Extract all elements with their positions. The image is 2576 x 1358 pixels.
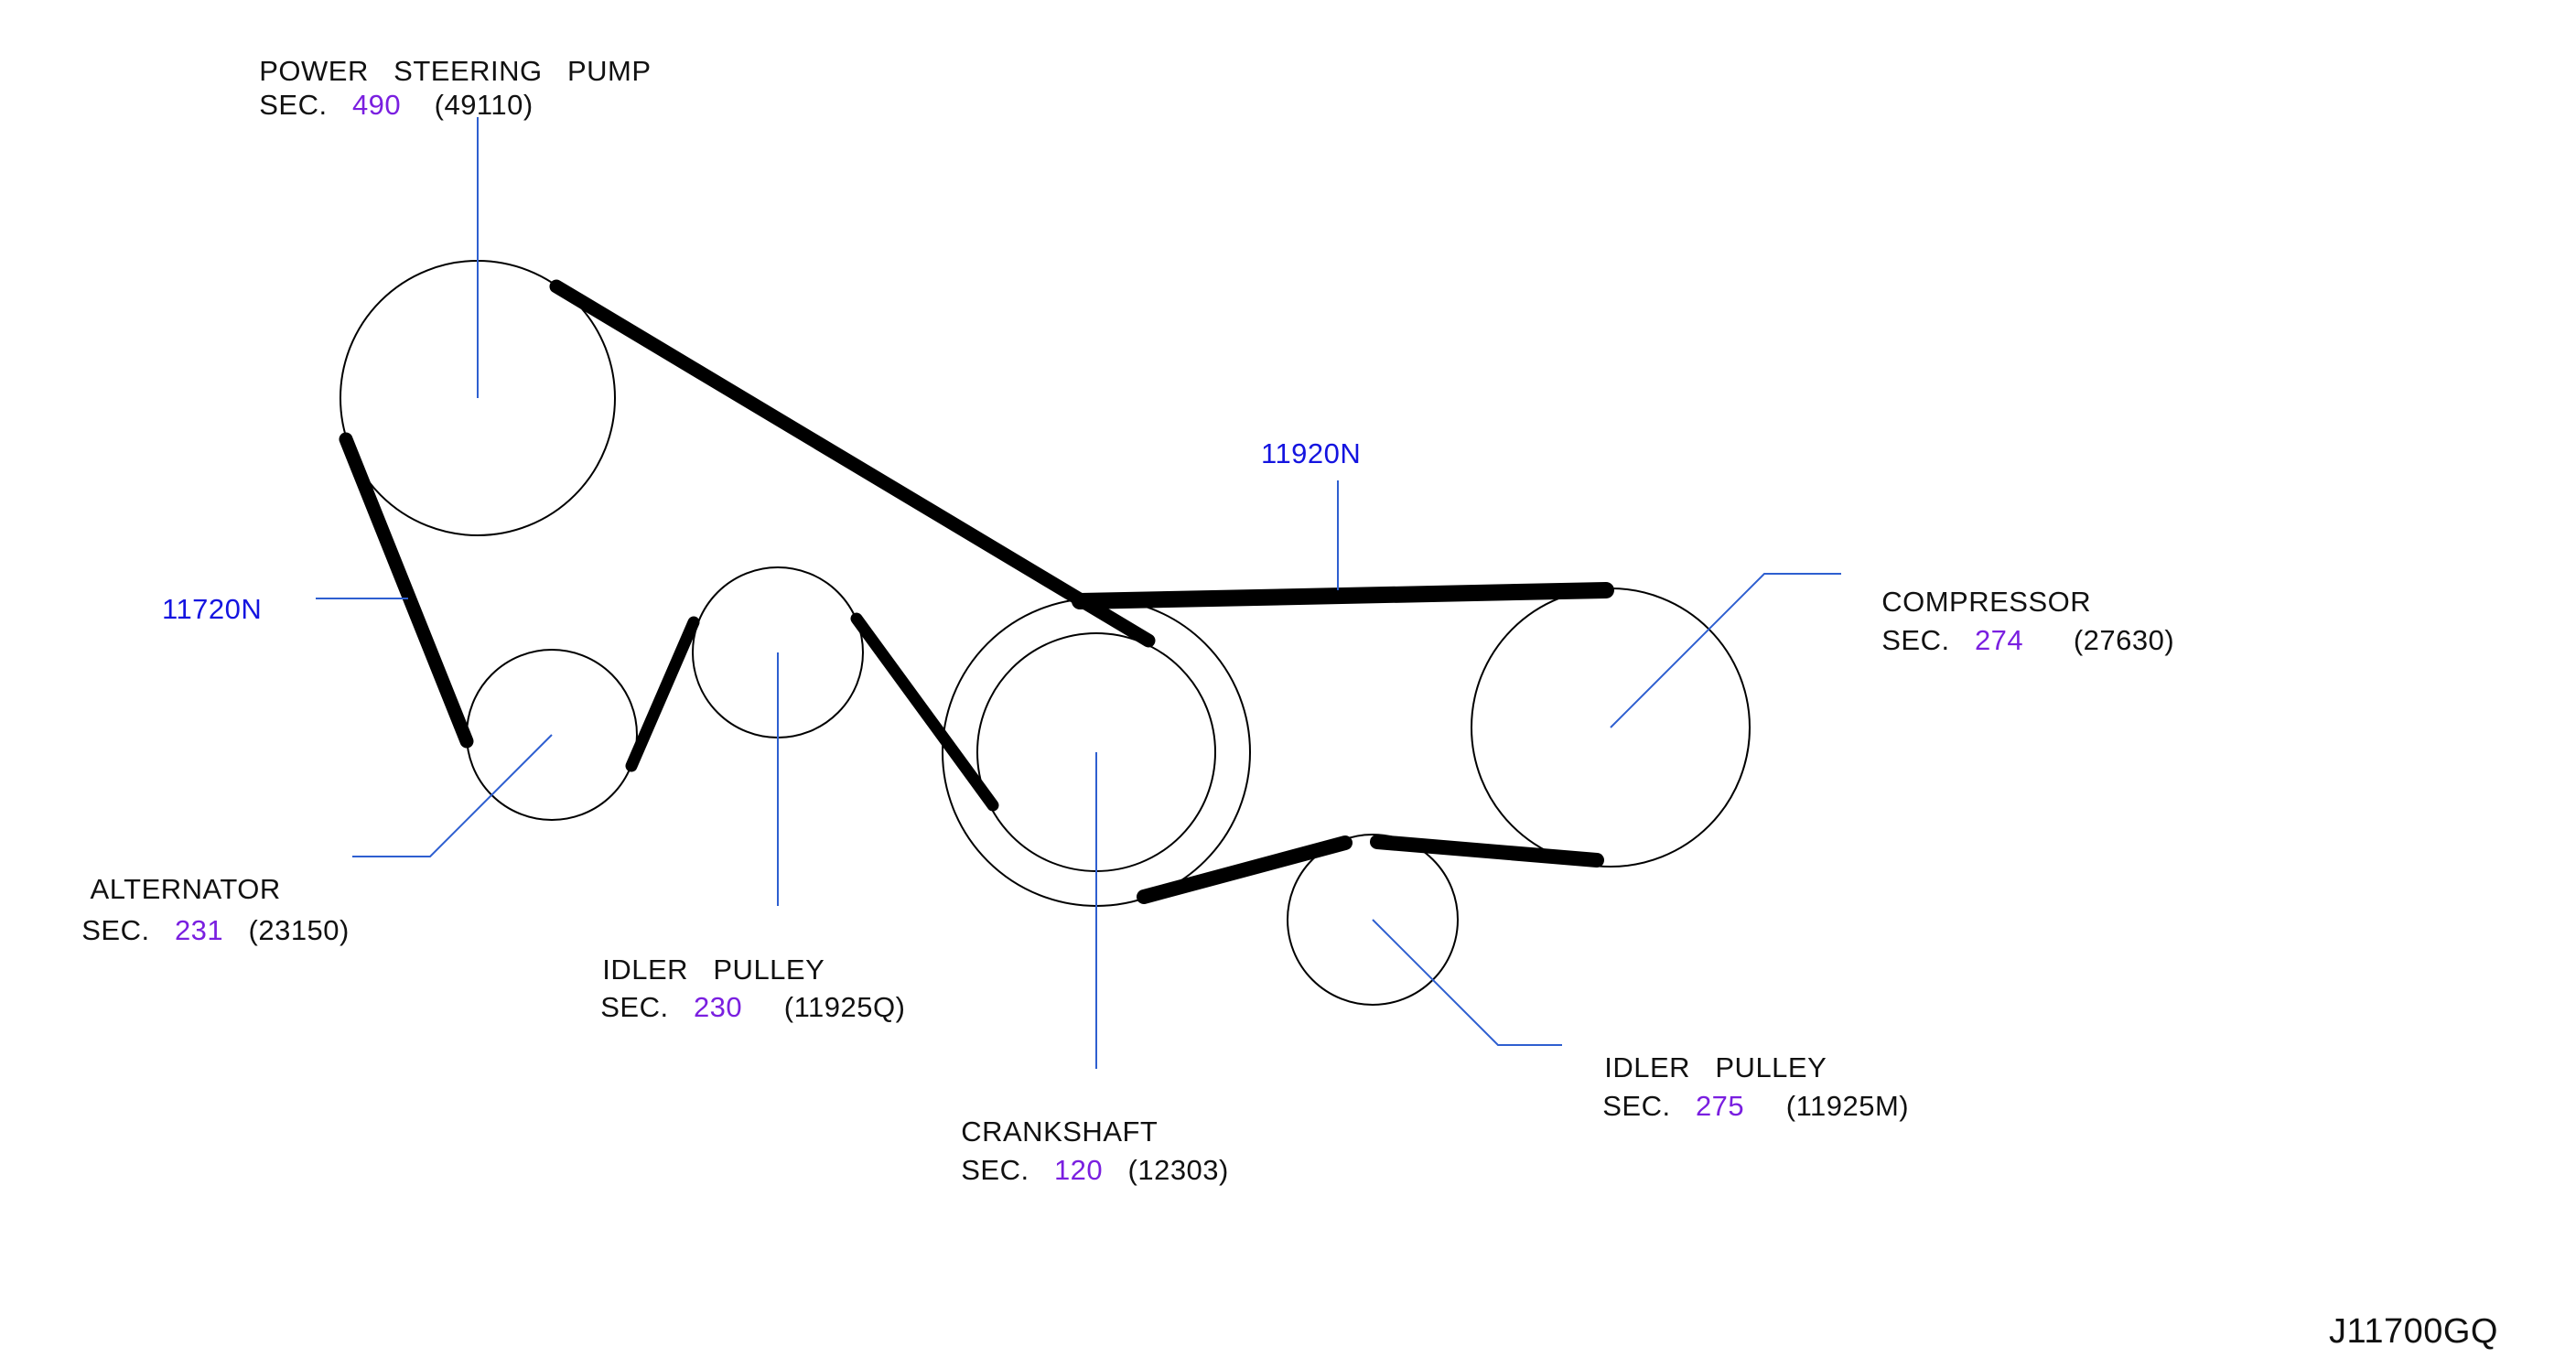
alternator-name: ALTERNATOR [90, 873, 281, 905]
belt-11920n [1072, 582, 1614, 904]
idler-pulley-upper-name: IDLER PULLEY [602, 954, 825, 986]
sec-prefix: SEC. [259, 89, 328, 121]
sec-prefix: SEC. [81, 914, 150, 946]
belt-11720n [339, 279, 1156, 812]
sec-prefix: SEC. [961, 1154, 1029, 1186]
leader-lines [316, 117, 1841, 1069]
diagram-reference-code: J11700GQ [2329, 1312, 2498, 1351]
idler-pulley-lower [1287, 834, 1459, 1006]
compressor-name: COMPRESSOR [1881, 586, 2092, 618]
section-number-link[interactable]: 490 [351, 89, 402, 121]
alternator-label: ALTERNATOR [75, 846, 281, 903]
section-number-link[interactable]: 275 [1695, 1090, 1745, 1122]
part-number: (12303) [1127, 1154, 1229, 1186]
part-number: (49110) [434, 89, 534, 121]
belt-11920n-label[interactable]: 11920N [1261, 437, 1362, 469]
idler-pulley-lower-label: IDLER PULLEY [1588, 1025, 1827, 1082]
power-steering-pump-label: POWER STEERING PUMP [243, 28, 652, 85]
belt-11720n-label[interactable]: 11720N [162, 593, 263, 625]
section-number-link[interactable]: 231 [174, 914, 224, 946]
idler-pulley-lower-name: IDLER PULLEY [1604, 1051, 1827, 1083]
part-number: (11925Q) [783, 991, 906, 1023]
sec-prefix: SEC. [1881, 624, 1950, 656]
crankshaft-name: CRANKSHAFT [961, 1116, 1159, 1148]
alternator-sec: SEC. 231 (23150) [65, 888, 350, 944]
crankshaft-label: CRANKSHAFT [944, 1089, 1158, 1146]
compressor-label: COMPRESSOR [1865, 559, 2091, 616]
section-number-link[interactable]: 230 [693, 991, 743, 1023]
idler-pulley-upper-sec: SEC. 230 (11925Q) [584, 965, 905, 1021]
idler-pulley-lower-sec: SEC. 275 (11925M) [1586, 1063, 1909, 1120]
power-steering-pump-name: POWER STEERING PUMP [259, 55, 652, 87]
sec-prefix: SEC. [1602, 1090, 1671, 1122]
section-number-link[interactable]: 274 [1974, 624, 2024, 656]
part-number: (23150) [248, 914, 350, 946]
idler-pulley-upper-label: IDLER PULLEY [586, 927, 825, 984]
section-number-link[interactable]: 120 [1053, 1154, 1104, 1186]
part-number: (11925M) [1785, 1090, 1910, 1122]
power-steering-pump-sec: SEC. 490 (49110) [243, 62, 534, 119]
part-number: (27630) [2073, 624, 2175, 656]
sec-prefix: SEC. [600, 991, 669, 1023]
crankshaft-sec: SEC. 120 (12303) [944, 1127, 1229, 1184]
compressor-sec: SEC. 274 (27630) [1865, 598, 2174, 654]
